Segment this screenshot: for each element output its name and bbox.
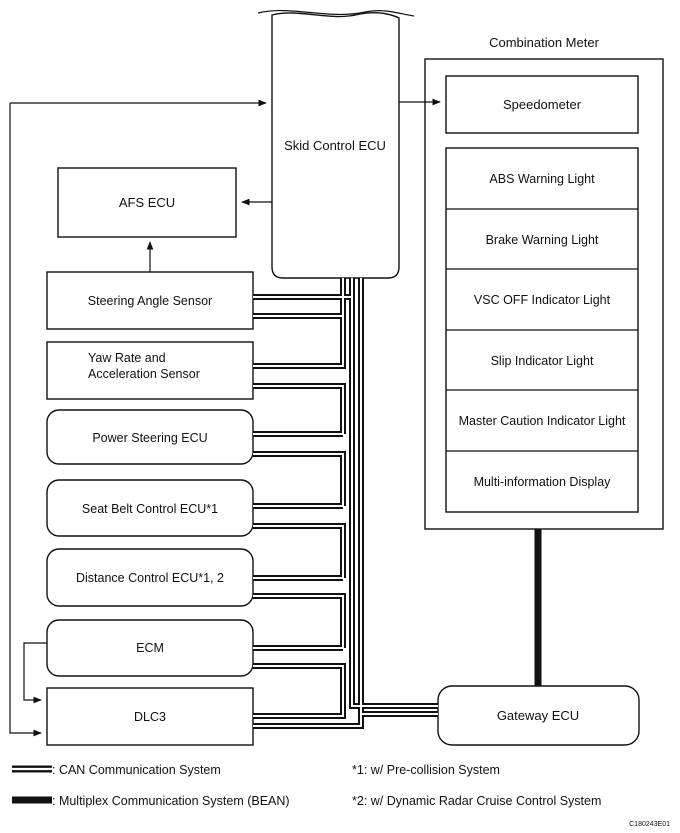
slip-indicator-light-label: Slip Indicator Light: [491, 354, 594, 368]
legend: : CAN Communication System : Multiplex C…: [12, 763, 601, 808]
seat-belt-control-ecu-label: Seat Belt Control ECU*1: [82, 502, 218, 516]
dlc3-box: DLC3: [46, 687, 254, 746]
yaw-rate-label-line1: Yaw Rate and: [88, 351, 166, 365]
distance-control-ecu-label: Distance Control ECU*1, 2: [76, 571, 224, 585]
steering-angle-sensor-label: Steering Angle Sensor: [88, 294, 212, 308]
note-2: *2: w/ Dynamic Radar Cruise Control Syst…: [352, 794, 601, 808]
speedometer-label: Speedometer: [503, 97, 582, 112]
can-bus: [253, 278, 438, 729]
ecm-label: ECM: [136, 641, 164, 655]
skid-control-ecu-box: Skid Control ECU: [257, 10, 415, 279]
gateway-ecu-box: Gateway ECU: [437, 685, 640, 746]
power-steering-ecu-label: Power Steering ECU: [92, 431, 207, 445]
master-caution-indicator-light-label: Master Caution Indicator Light: [459, 414, 626, 428]
dlc3-label: DLC3: [134, 710, 166, 724]
abs-warning-light-label: ABS Warning Light: [489, 172, 595, 186]
yaw-rate-acceleration-sensor-box: Yaw Rate and Acceleration Sensor: [46, 341, 254, 400]
legend-can-label: : CAN Communication System: [52, 763, 221, 777]
vsc-off-indicator-light-label: VSC OFF Indicator Light: [474, 293, 611, 307]
power-steering-ecu-box: Power Steering ECU: [46, 409, 254, 465]
afs-ecu-label: AFS ECU: [119, 195, 175, 210]
ecm-box: ECM: [46, 619, 254, 677]
seat-belt-control-ecu-box: Seat Belt Control ECU*1: [46, 479, 254, 537]
afs-ecu-box: AFS ECU: [57, 167, 237, 238]
distance-control-ecu-box: Distance Control ECU*1, 2: [46, 548, 254, 607]
legend-bean-label: : Multiplex Communication System (BEAN): [52, 794, 290, 808]
ecm-to-dlc3-arrow: [23, 642, 47, 704]
meter-indicator-stack: ABS Warning Light Brake Warning Light VS…: [445, 147, 639, 513]
note-1: *1: w/ Pre-collision System: [352, 763, 500, 777]
skid-control-ecu-label: Skid Control ECU: [284, 138, 386, 153]
yaw-rate-label-line2: Acceleration Sensor: [88, 367, 200, 381]
steering-angle-sensor-box: Steering Angle Sensor: [46, 271, 254, 330]
brake-warning-light-label: Brake Warning Light: [486, 233, 599, 247]
gateway-ecu-label: Gateway ECU: [497, 708, 579, 723]
multi-information-display-label: Multi-information Display: [474, 475, 612, 489]
combination-meter-title: Combination Meter: [489, 35, 599, 50]
figure-id: C180243E01: [629, 821, 670, 828]
speedometer-box: Speedometer: [445, 75, 639, 134]
left-loop-to-dlc3-arrow: [9, 103, 42, 737]
